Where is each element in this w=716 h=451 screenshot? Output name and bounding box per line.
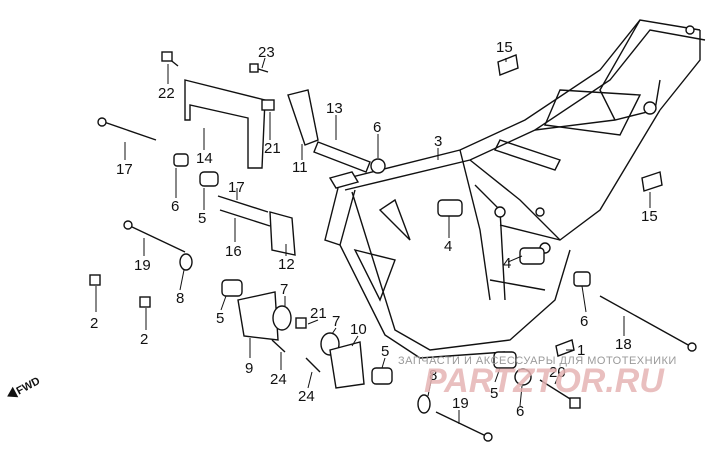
callout-23: 23 (258, 44, 275, 61)
callout-17: 17 (228, 179, 245, 196)
callout-6: 6 (373, 119, 381, 136)
callout-6: 6 (171, 198, 179, 215)
callout-5: 5 (490, 385, 498, 402)
callout-17: 17 (116, 161, 133, 178)
callout-10: 10 (350, 321, 367, 338)
callout-24: 24 (270, 371, 287, 388)
callout-21: 21 (264, 140, 281, 157)
callout-5: 5 (198, 210, 206, 227)
callout-6: 6 (516, 403, 524, 420)
main-frame (324, 19, 706, 359)
callout-5: 5 (216, 310, 224, 327)
callout-4: 4 (444, 238, 452, 255)
parts-right (417, 54, 697, 442)
fwd-label: FWD (14, 375, 42, 397)
callout-12: 12 (278, 256, 295, 273)
watermark-caption: ЗАПЧАСТИ И АКСЕССУАРЫ ДЛЯ МОТОТЕХНИКИ (398, 355, 677, 367)
callout-13: 13 (326, 100, 343, 117)
callout-16: 16 (225, 243, 242, 260)
callout-22: 22 (158, 85, 175, 102)
callout-4: 4 (503, 255, 511, 272)
callout-labels: 23 22 14 21 13 6 11 3 15 17 6 17 5 16 12… (90, 39, 658, 420)
watermark: ЗАПЧАСТИ И АКСЕССУАРЫ ДЛЯ МОТОТЕХНИКИ PA… (398, 355, 677, 400)
callout-11: 11 (292, 159, 308, 176)
callout-19: 19 (452, 395, 469, 412)
callout-9: 9 (245, 360, 253, 377)
callout-15: 15 (496, 39, 513, 56)
callout-5: 5 (381, 343, 389, 360)
leader-lines (95, 57, 651, 424)
callout-14: 14 (196, 150, 213, 167)
callout-3: 3 (434, 133, 442, 150)
arrow-icon (7, 386, 19, 398)
fwd-indicator: FWD (7, 375, 42, 398)
callout-6: 6 (580, 313, 588, 330)
callout-2: 2 (140, 331, 148, 348)
callout-2: 2 (90, 315, 98, 332)
parts-left (89, 51, 545, 389)
callout-8: 8 (176, 290, 184, 307)
callout-15: 15 (641, 208, 658, 225)
callout-20: 20 (549, 364, 566, 381)
callout-8: 8 (429, 367, 437, 384)
callout-7: 7 (332, 313, 340, 330)
callout-21: 21 (310, 305, 327, 322)
watermark-logo: PARTZTOR.RU (424, 362, 665, 400)
callout-7: 7 (280, 281, 288, 298)
callout-24: 24 (298, 388, 315, 405)
callout-1: 1 (577, 342, 585, 359)
callout-19: 19 (134, 257, 151, 274)
callout-18: 18 (615, 336, 632, 353)
